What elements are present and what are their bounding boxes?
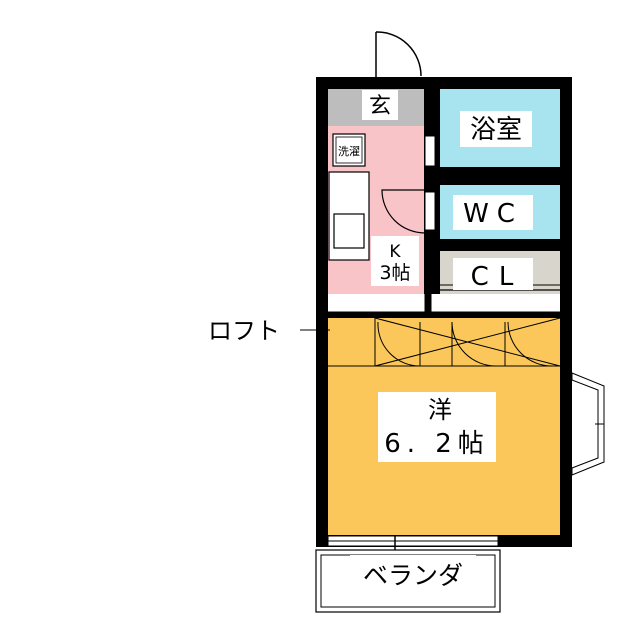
loft-lines [328,317,561,367]
closet-label: CL [471,262,524,292]
entrance-door [367,31,425,85]
washer-box [332,133,366,167]
bay-window [571,372,605,476]
loft-label: ロフト [208,317,280,345]
washer-label: 洗濯 [338,145,360,158]
loft-area [328,318,560,366]
kitchen-label-k: K [389,242,401,262]
western-size-label: 6. 2帖 [384,429,490,459]
western-label: 洋 [428,396,452,424]
bath-label: 浴室 [470,115,522,145]
sink-icon [333,213,365,249]
kitchen-label-size: 3帖 [379,262,410,284]
veranda-label: ベランダ [363,561,463,590]
wc-label: WC [463,199,523,229]
genkan-label: 玄 [369,94,391,119]
